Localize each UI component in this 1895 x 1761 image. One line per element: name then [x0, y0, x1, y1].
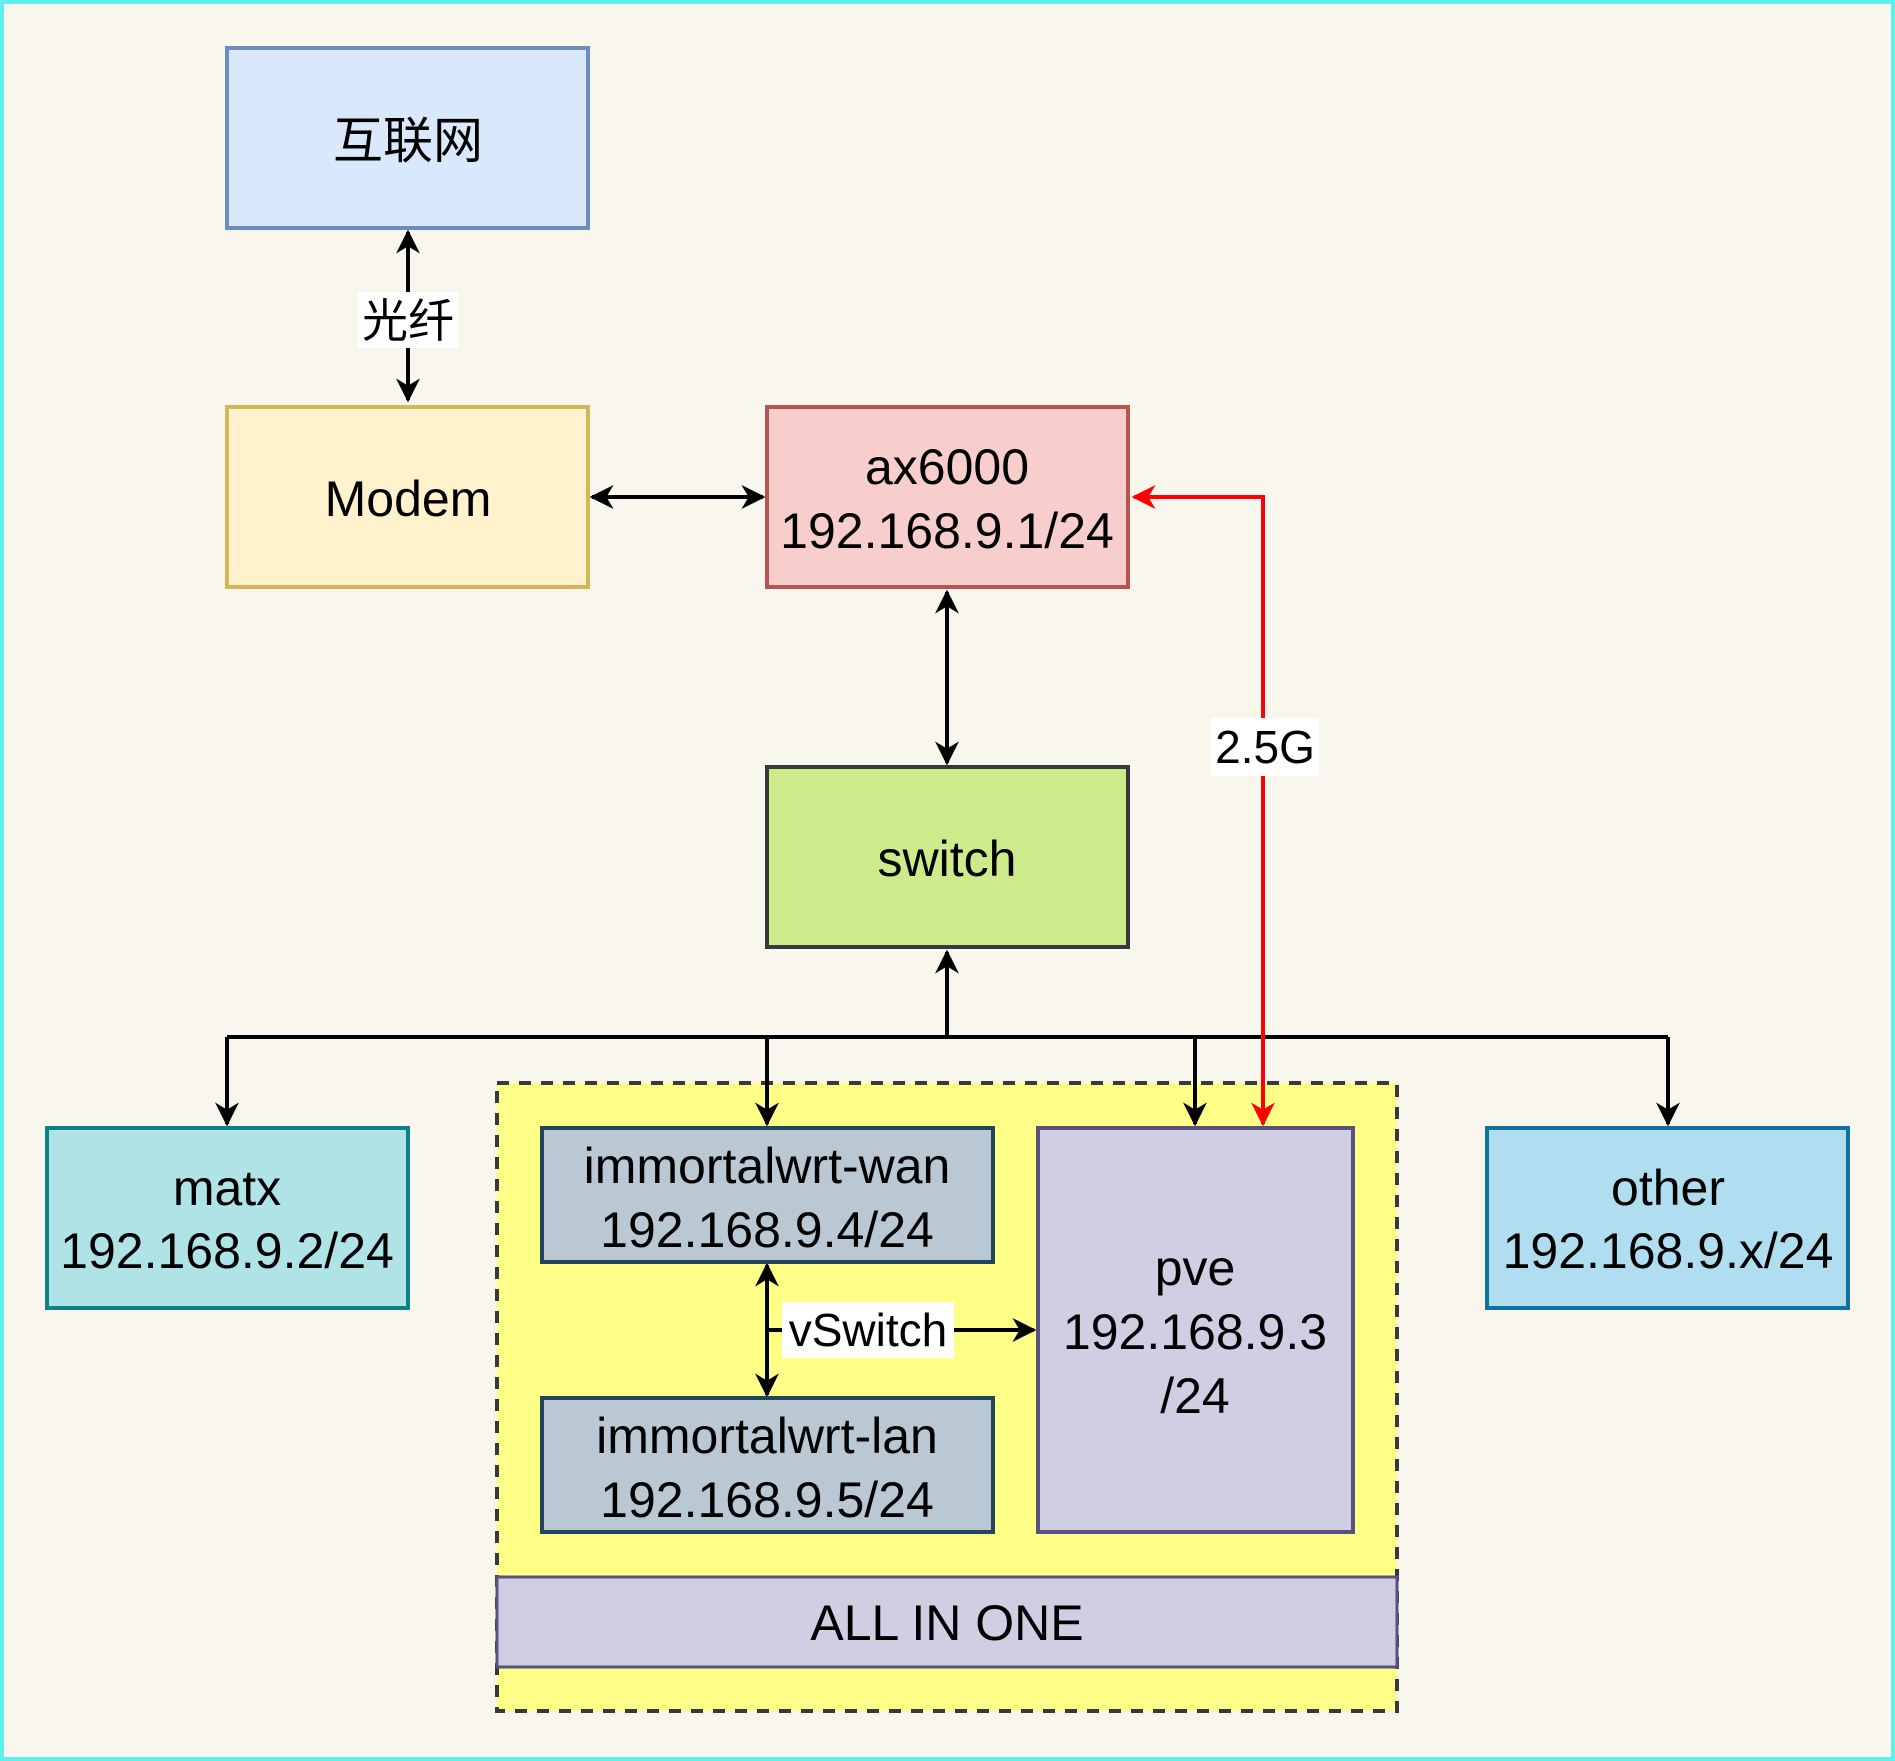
node-other-ip: 192.168.9.x/24 [1503, 1223, 1834, 1279]
node-immortalwrt-lan-name: immortalwrt-lan [596, 1408, 938, 1464]
node-immortalwrt-lan[interactable] [540, 1396, 995, 1534]
node-other[interactable] [1485, 1126, 1850, 1310]
edge-label-vswitch: vSwitch [789, 1304, 947, 1356]
node-switch-label: switch [878, 831, 1017, 887]
node-pve-name: pve [1155, 1240, 1236, 1296]
edge-label-bg-vswitch [782, 1302, 954, 1358]
all-in-one-label: ALL IN ONE [810, 1595, 1083, 1651]
node-immortalwrt-lan-ip: 192.168.9.5/24 [600, 1472, 934, 1528]
node-router-ip: 192.168.9.1/24 [780, 503, 1114, 559]
node-matx-ip: 192.168.9.2/24 [60, 1223, 394, 1279]
all-in-one-bar[interactable] [495, 1575, 1399, 1669]
node-modem-label: Modem [325, 471, 492, 527]
edge-label-2-5g: 2.5G [1215, 721, 1315, 773]
node-immortalwrt-wan-ip: 192.168.9.4/24 [600, 1202, 934, 1258]
node-immortalwrt-wan[interactable] [540, 1126, 995, 1264]
node-internet[interactable] [225, 46, 590, 230]
node-pve-ip-line2: /24 [1160, 1368, 1230, 1424]
node-router-name: ax6000 [865, 439, 1029, 495]
node-other-name: other [1611, 1160, 1725, 1216]
node-switch[interactable] [765, 765, 1130, 949]
node-modem[interactable] [225, 405, 590, 589]
edge-label-bg-2-5g [1211, 718, 1319, 776]
node-internet-label: 互联网 [333, 113, 483, 169]
edge-label-bg-fiber [358, 292, 458, 348]
node-pve[interactable] [1036, 1126, 1355, 1534]
edge-router-pve-2-5g [1131, 485, 1275, 1127]
edge-label-fiber: 光纤 [362, 295, 454, 347]
node-matx-name: matx [173, 1160, 281, 1216]
node-immortalwrt-wan-name: immortalwrt-wan [584, 1138, 951, 1194]
node-router[interactable] [765, 405, 1130, 589]
node-matx[interactable] [45, 1126, 410, 1310]
node-pve-ip-line1: 192.168.9.3 [1063, 1304, 1327, 1360]
